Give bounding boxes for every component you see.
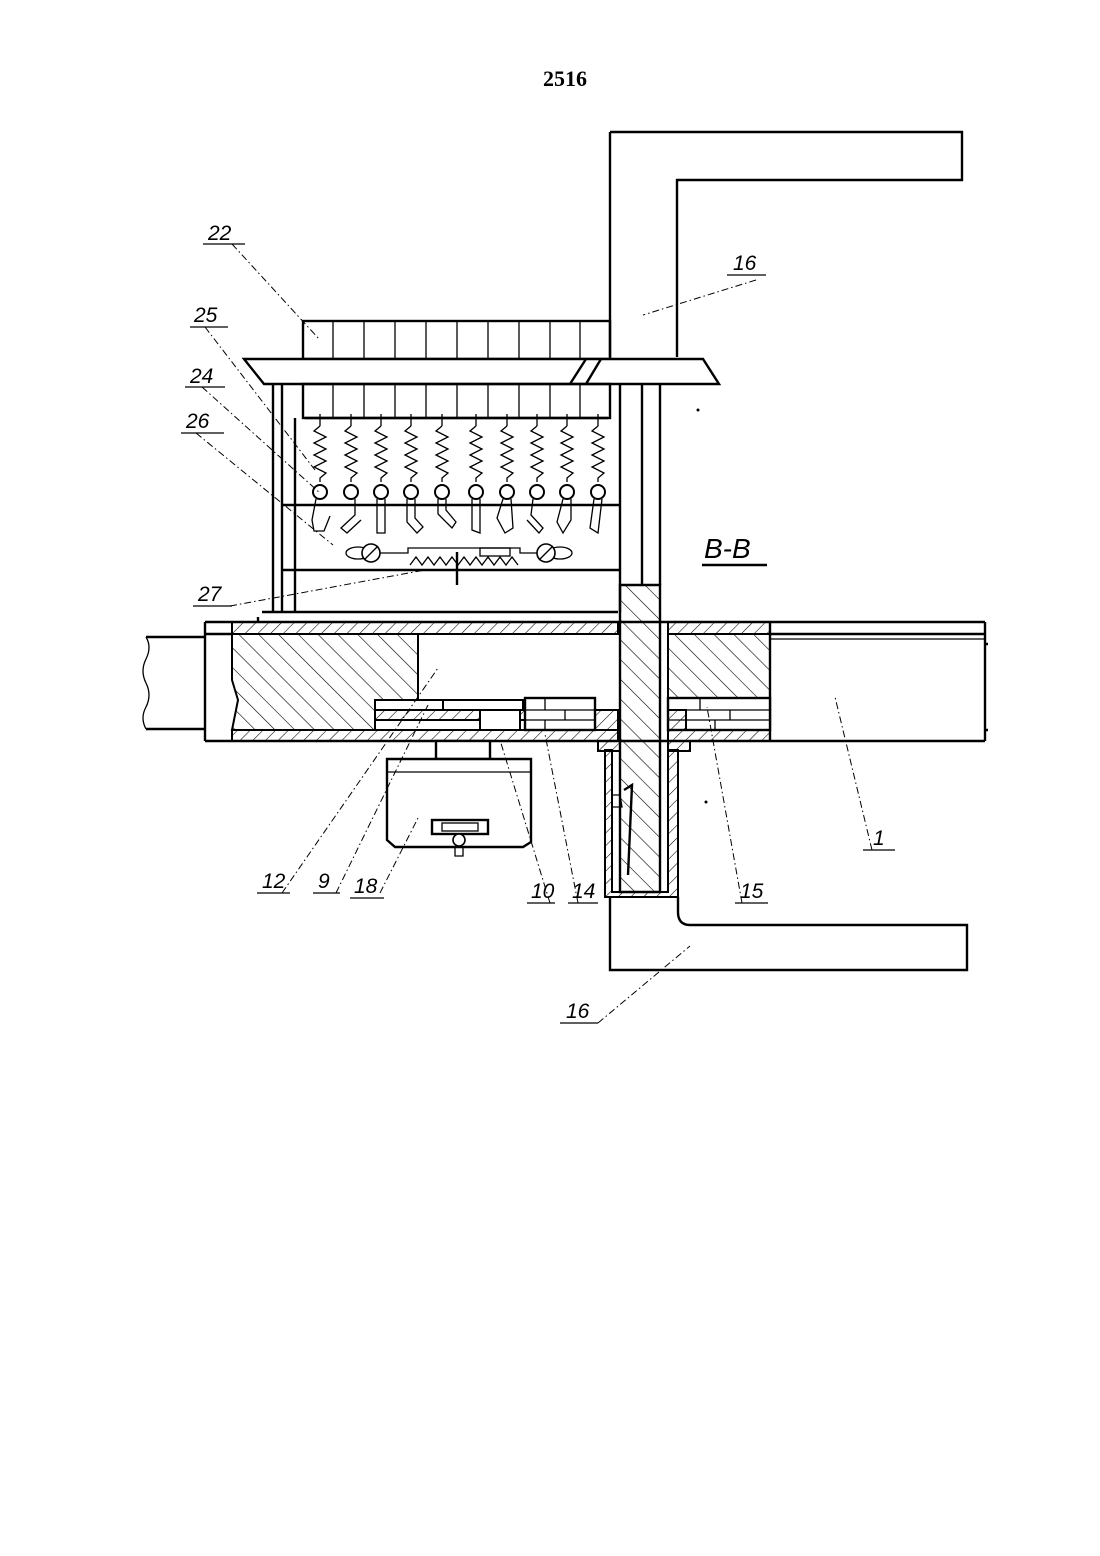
spring-unit [497, 414, 514, 533]
lower-blocks [303, 384, 610, 418]
callout-27: 27 [197, 583, 223, 606]
spring-unit [527, 414, 544, 533]
spring-unit [590, 414, 605, 533]
callout-15: 15 [740, 880, 764, 903]
spring-unit [312, 414, 330, 531]
tension-spring-27 [346, 544, 572, 585]
section-label: B-B [704, 533, 751, 564]
plates-15 [668, 698, 770, 730]
plates-9-10 [375, 700, 525, 730]
spring-unit [341, 414, 361, 533]
frame-16-top [610, 132, 962, 357]
spring-unit [557, 414, 574, 533]
callout-10: 10 [531, 880, 555, 903]
spring-array-25 [312, 414, 605, 533]
spring-unit [374, 414, 388, 533]
unit-18 [387, 741, 531, 856]
callout-24: 24 [189, 365, 213, 388]
callout-16-top: 16 [733, 252, 757, 275]
spring-unit [435, 414, 456, 528]
callout-14: 14 [572, 880, 595, 903]
callout-18: 18 [354, 875, 378, 898]
callout-26: 26 [185, 410, 210, 433]
spring-unit [469, 414, 483, 533]
top-plate [244, 359, 719, 384]
callout-16-bottom: 16 [566, 1000, 590, 1023]
callout-1: 1 [873, 827, 885, 850]
callout-12: 12 [262, 870, 286, 893]
frame-16-bottom [610, 897, 967, 970]
callout-22: 22 [207, 222, 232, 245]
callout-9: 9 [318, 870, 330, 893]
spring-unit [404, 414, 423, 533]
module-22-blocks [303, 321, 610, 359]
callout-25: 25 [193, 304, 218, 327]
plates-14 [525, 698, 618, 730]
